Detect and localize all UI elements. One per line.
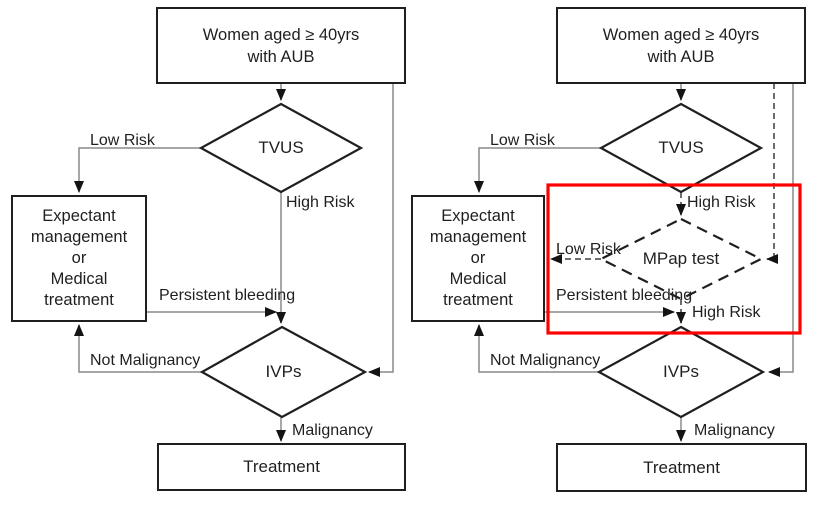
left-ivps-label: IVPs <box>202 327 365 417</box>
edge-line: Malignancy <box>519 352 601 369</box>
right-malignancy-label: Malignancy <box>694 421 775 440</box>
left-tvus-low-risk-label: Low Risk <box>90 131 155 150</box>
start-line: with AUB <box>647 47 715 66</box>
edge-line: Persistent <box>556 287 628 304</box>
right-mpap-low-risk-label: Low Risk <box>556 240 621 259</box>
right-management-box <box>411 195 545 322</box>
edge-line: bleeding <box>631 287 693 304</box>
edge-line: Risk <box>589 241 621 258</box>
right-not-malignancy-arrow <box>474 324 599 373</box>
treatment-line: Treatment <box>243 457 320 476</box>
right-mpap-label: MPap test <box>601 219 761 299</box>
left-tvus-label: TVUS <box>201 104 361 192</box>
right-persistent-bleeding-label: Persistent bleeding <box>556 286 692 306</box>
edge-line: Risk <box>523 132 555 149</box>
edge-line: Low <box>90 132 120 149</box>
start-line: with AUB <box>247 47 315 66</box>
start-line: Women aged ≥ 40yrs <box>202 25 360 44</box>
right-ivps-label: IVPs <box>599 327 763 417</box>
mgmt-line: Expectant <box>441 207 515 225</box>
mgmt-line: or <box>71 249 87 267</box>
left-tvus-diamond <box>198 102 364 194</box>
left-treatment-label: Treatment <box>158 444 405 490</box>
left-not-malignancy-label: Not Malignancy <box>90 351 200 371</box>
left-start-box-label: Women aged ≥ 40yrs with AUB <box>157 8 405 83</box>
edge-line: High Risk <box>687 194 756 211</box>
right-tvus-label: TVUS <box>601 104 761 192</box>
left-management-box <box>11 195 147 322</box>
edge-line: High Risk <box>692 304 761 321</box>
right-tvus-lowrisk-arrow <box>474 147 601 193</box>
edge-line: Malignancy <box>119 352 201 369</box>
right-not-malignancy-label: Not Malignancy <box>490 351 600 371</box>
mgmt-line: Medical <box>449 270 507 288</box>
mgmt-line: treatment <box>443 291 513 309</box>
treatment-line: Treatment <box>643 457 720 477</box>
right-tvus-diamond <box>598 102 764 194</box>
right-treatment-box <box>556 443 807 492</box>
left-start-box <box>156 7 406 84</box>
edge-line: Not <box>490 352 515 369</box>
decision-line: IVPs <box>663 362 699 381</box>
left-tvus-lowrisk-arrow <box>74 147 201 193</box>
right-start-to-mpap-dashed-bypass-arrow <box>766 83 778 264</box>
right-mpap-high-risk-label: High Risk <box>692 303 760 322</box>
edge-line: Not <box>90 352 115 369</box>
mpap-highlight-box <box>546 183 802 335</box>
mgmt-line: management <box>429 228 527 246</box>
right-treatment-label: Treatment <box>557 444 806 491</box>
right-tvus-low-risk-label: Low Risk <box>490 131 555 150</box>
mgmt-line: or <box>470 249 486 267</box>
right-management-label: Expectant management or Medical treatmen… <box>412 196 544 321</box>
decision-line: TVUS <box>658 138 704 157</box>
mgmt-line: Medical <box>50 270 108 288</box>
edge-line: bleeding <box>234 287 296 304</box>
right-mpap-diamond <box>598 217 764 301</box>
edge-line: Low <box>556 241 586 258</box>
edge-line: Malignancy <box>694 422 775 439</box>
mgmt-line: management <box>30 228 128 246</box>
left-management-label: Expectant management or Medical treatmen… <box>12 196 146 321</box>
decision-line: IVPs <box>265 362 302 381</box>
mgmt-line: treatment <box>44 291 114 309</box>
edge-line: Persistent <box>159 287 231 304</box>
edge-line: Low <box>490 132 520 149</box>
right-ivps-diamond <box>596 325 766 419</box>
edge-line: Risk <box>123 132 155 149</box>
left-malignancy-label: Malignancy <box>292 421 373 440</box>
left-not-malignancy-arrow <box>74 324 202 373</box>
right-start-box <box>556 7 806 84</box>
left-persistent-bleeding-label: Persistent bleeding <box>159 286 295 306</box>
right-start-to-ivps-bypass-arrow <box>768 83 794 377</box>
decision-line: TVUS <box>258 138 304 157</box>
edge-line: Malignancy <box>292 422 373 439</box>
right-tvus-high-risk-label: High Risk <box>687 193 755 212</box>
left-tvus-high-risk-label: High Risk <box>286 193 354 212</box>
mgmt-line: Expectant <box>42 207 116 225</box>
edge-line: High Risk <box>286 194 355 211</box>
right-start-box-label: Women aged ≥ 40yrs with AUB <box>557 8 805 83</box>
left-treatment-box <box>157 443 406 491</box>
left-start-to-ivps-bypass-arrow <box>368 83 394 377</box>
decision-line: MPap test <box>642 249 720 268</box>
start-line: Women aged ≥ 40yrs <box>602 25 760 44</box>
left-ivps-diamond <box>199 325 368 419</box>
